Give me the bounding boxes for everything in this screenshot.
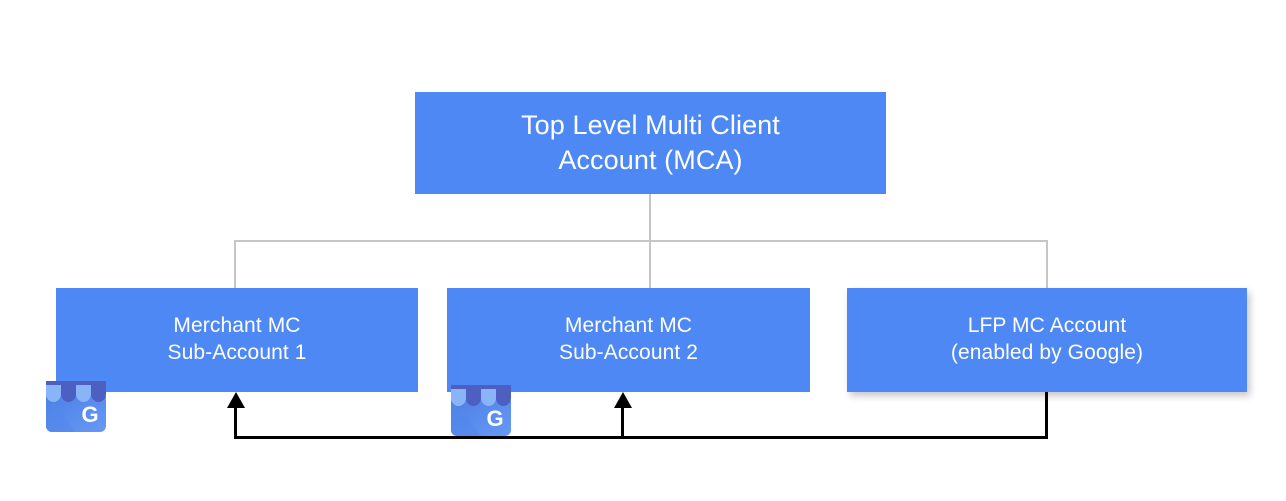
node-merchant-sub-account-2[interactable]: Merchant MC Sub-Account 2 [447, 288, 810, 392]
node-lfp-mc-account-label: LFP MC Account (enabled by Google) [950, 314, 1144, 364]
node-merchant-sub-account-2-label: Merchant MC Sub-Account 2 [558, 314, 699, 364]
google-g-letter: G [81, 402, 98, 427]
connector-drop-merchant-1 [234, 240, 236, 289]
connector-drop-merchant-2 [649, 240, 651, 289]
google-business-profile-storefront-icon: G [46, 381, 106, 432]
connector-drop-lfp [1046, 240, 1048, 289]
feed-line-from-lfp [1045, 392, 1048, 439]
connector-horizontal-bus [235, 240, 1048, 242]
feed-line-to-merchant-2 [621, 400, 624, 437]
google-g-letter: G [486, 406, 503, 431]
feed-arrowhead-merchant-2 [614, 392, 632, 408]
feed-line-to-merchant-1 [234, 400, 237, 437]
google-business-profile-storefront-icon: G [451, 385, 511, 436]
node-lfp-mc-account[interactable]: LFP MC Account (enabled by Google) [847, 288, 1247, 392]
node-top-level-mca[interactable]: Top Level Multi Client Account (MCA) [415, 92, 886, 194]
node-merchant-sub-account-1[interactable]: Merchant MC Sub-Account 1 [56, 288, 418, 392]
feed-line-horizontal [234, 436, 1048, 439]
node-top-level-mca-label: Top Level Multi Client Account (MCA) [521, 110, 780, 175]
connector-mca-stem [649, 194, 651, 242]
node-merchant-sub-account-1-label: Merchant MC Sub-Account 1 [167, 314, 307, 364]
feed-arrowhead-merchant-1 [227, 392, 245, 408]
